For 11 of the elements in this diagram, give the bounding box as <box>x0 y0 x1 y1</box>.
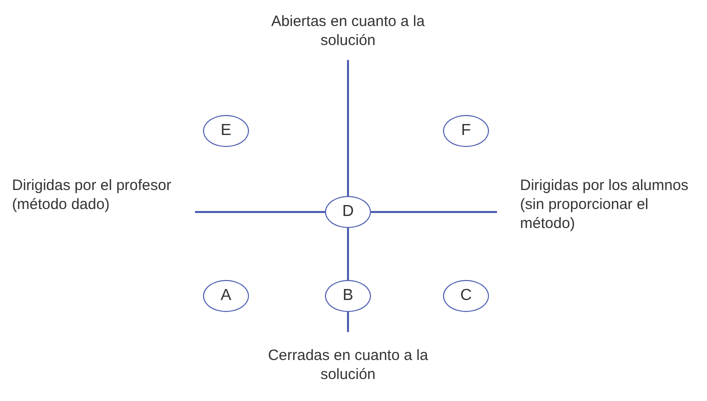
connector-line <box>347 228 349 280</box>
axis-label: Abiertas en cuanto a la solución <box>270 12 426 50</box>
letter-oval: D <box>325 196 371 228</box>
letter-oval: C <box>443 280 489 312</box>
letter-oval: E <box>203 115 249 147</box>
letter-oval: B <box>325 280 371 312</box>
letter-oval: A <box>203 280 249 312</box>
axis-label: Cerradas en cuanto a la solución <box>266 346 430 384</box>
axis-label: Dirigidas por los alumnos (sin proporcionar el método) <box>520 176 690 233</box>
letter-oval: F <box>443 115 489 147</box>
axis-label: Dirigidas por el profesor (método dado) <box>12 176 172 214</box>
